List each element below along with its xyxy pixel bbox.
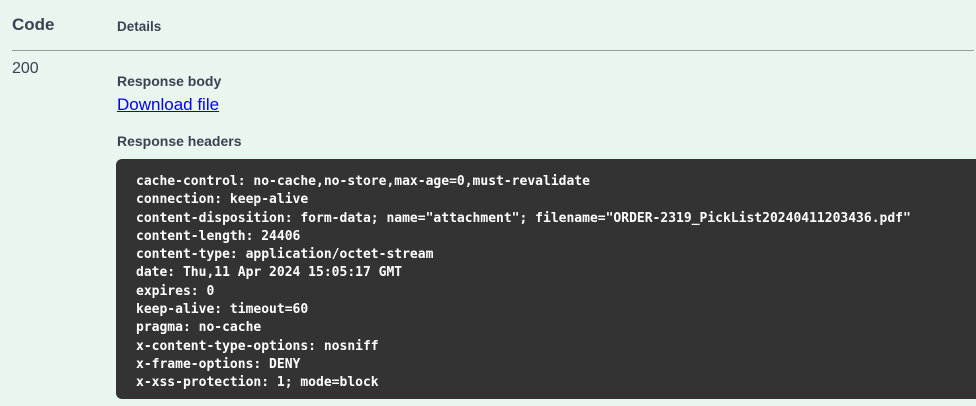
code-column-header: Code	[12, 15, 55, 34]
response-row: 200 Response body Download file Response…	[0, 51, 976, 399]
responses-table-header: Code Details	[0, 0, 976, 35]
response-headers-label: Response headers	[117, 133, 242, 149]
download-file-link[interactable]: Download file	[117, 95, 220, 114]
details-column-header: Details	[117, 19, 162, 34]
header-divider	[12, 50, 974, 51]
response-details-cell: Response body Download file Response hea…	[116, 51, 976, 399]
response-body-label: Response body	[117, 73, 222, 89]
response-status-code: 200	[12, 60, 39, 77]
response-headers-block: cache-control: no-cache,no-store,max-age…	[116, 159, 976, 399]
